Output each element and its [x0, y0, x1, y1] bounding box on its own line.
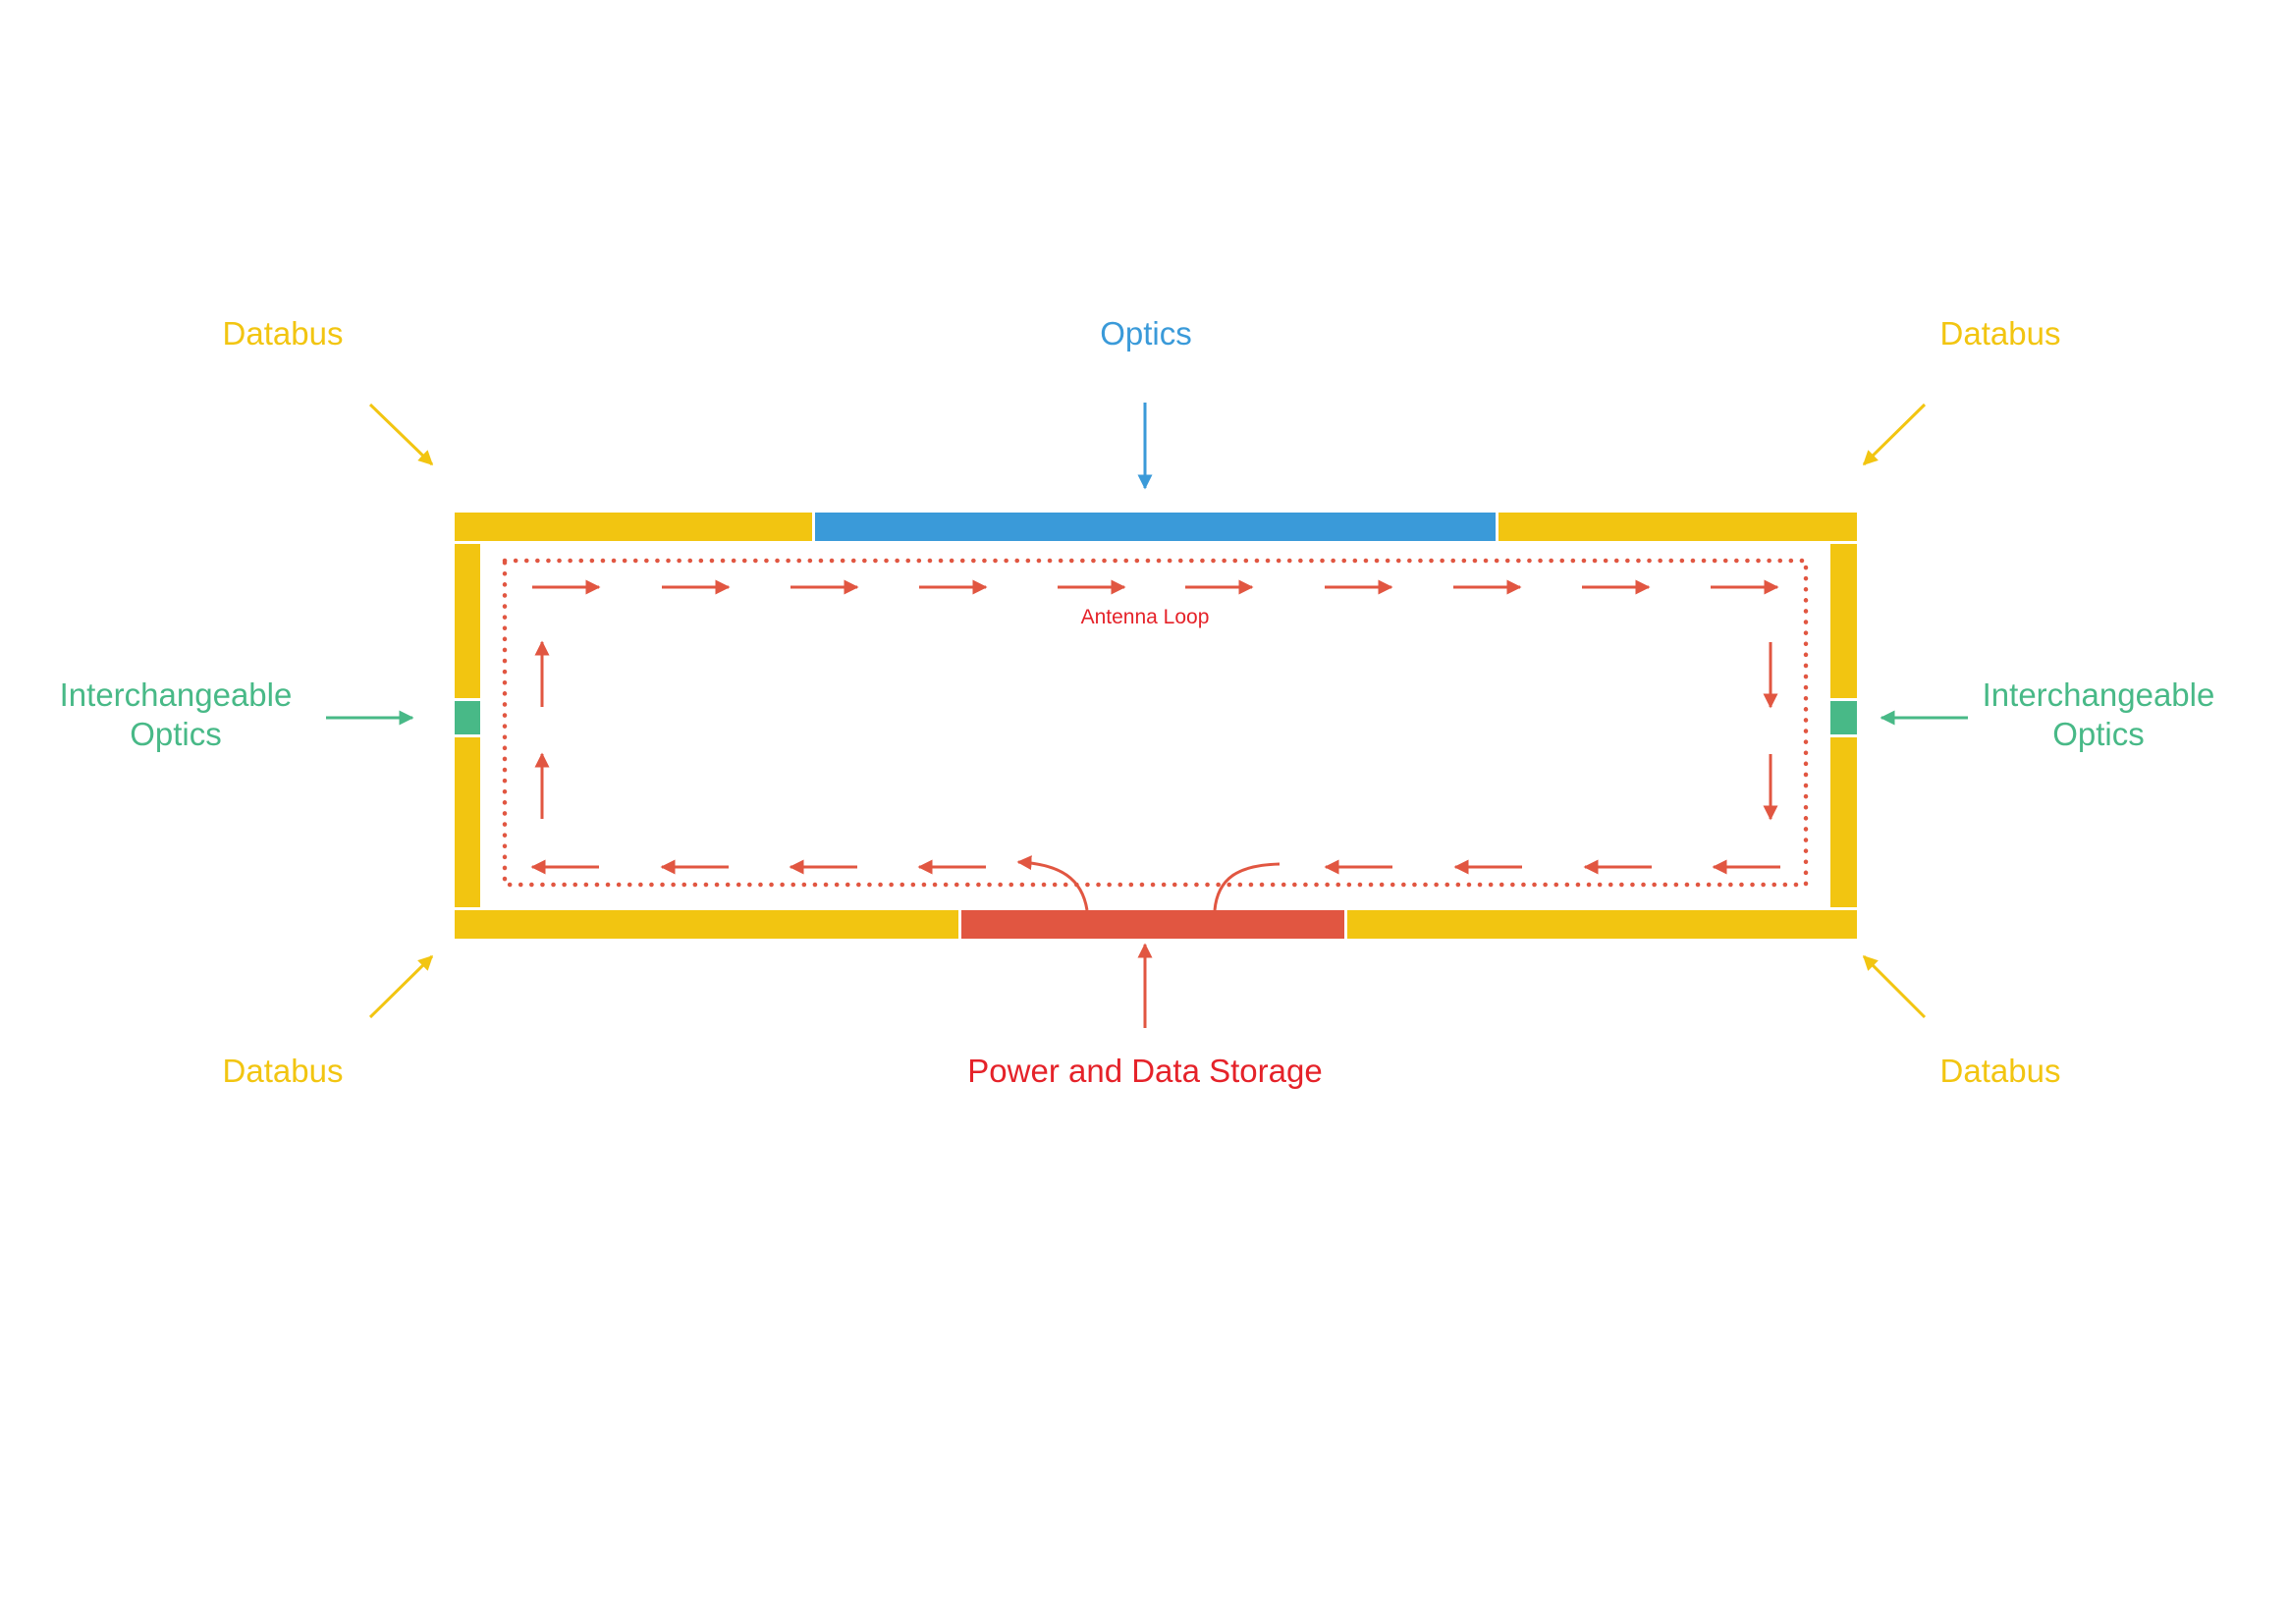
optics-label: Optics — [1100, 315, 1192, 352]
databus-label-top-right: Databus — [1940, 315, 2061, 352]
interchangeable-optics-port-left — [455, 701, 480, 734]
databus-label-bottom-left: Databus — [223, 1053, 344, 1089]
databus-bar-top-left — [455, 513, 812, 541]
power-and-data-storage-label: Power and Data Storage — [967, 1053, 1322, 1089]
interchangeable-optics-label-left-line2: Optics — [130, 716, 222, 752]
databus-bar-top-right — [1499, 513, 1857, 541]
interchangeable-optics-label-right-line1: Interchangeable — [1983, 677, 2215, 713]
interchangeable-optics-label-right-line2: Optics — [2052, 716, 2145, 752]
diagonal-arrow-icon — [368, 954, 434, 1019]
labels: Databus Optics Databus Interchangeable O… — [60, 315, 2215, 1089]
flow-arrow-icon — [1016, 855, 1089, 911]
databus-bar-left-upper — [455, 544, 480, 698]
databus-bar-right-upper — [1830, 544, 1857, 698]
interchangeable-optics-port-right — [1830, 701, 1857, 734]
diagonal-arrow-icon — [368, 403, 434, 466]
antenna-loop-label: Antenna Loop — [1081, 606, 1210, 628]
databus-bar-bottom-left — [455, 910, 958, 939]
databus-bar-right-lower — [1830, 737, 1857, 907]
databus-label-bottom-right: Databus — [1940, 1053, 2061, 1089]
optics-bar-top — [815, 513, 1496, 541]
device-frame — [455, 513, 1857, 939]
power-bar-bottom — [961, 910, 1344, 939]
databus-label-top-left: Databus — [223, 315, 344, 352]
interchangeable-optics-label-left-line1: Interchangeable — [60, 677, 293, 713]
diagonal-arrow-icon — [1862, 403, 1927, 466]
external-arrows — [326, 403, 1968, 1028]
flow-arrow-icon — [1213, 862, 1281, 911]
databus-bar-left-lower — [455, 737, 480, 907]
antenna-loop-arrows — [530, 579, 1780, 911]
diagonal-arrow-icon — [1862, 954, 1927, 1019]
databus-bar-bottom-right — [1347, 910, 1857, 939]
